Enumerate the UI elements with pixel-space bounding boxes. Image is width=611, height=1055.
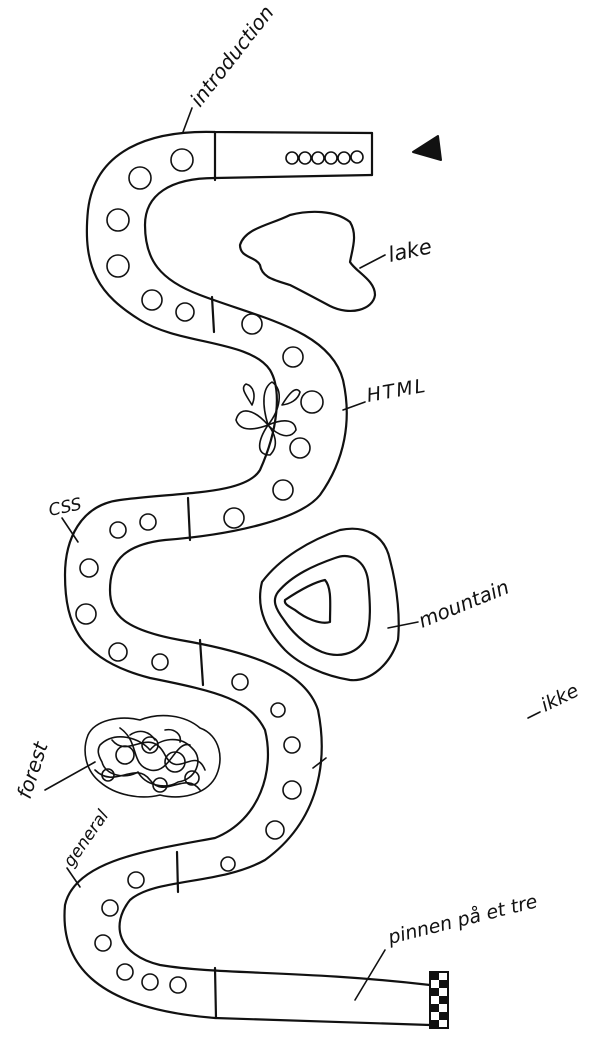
html-label: HTML — [365, 375, 429, 407]
pinnen-label: pinnen på et tre — [385, 890, 540, 950]
lake-pointer-line — [360, 255, 385, 268]
stone — [176, 303, 194, 321]
stone — [142, 290, 162, 310]
stone — [76, 604, 96, 624]
stone — [283, 781, 301, 799]
section-divider-2 — [212, 297, 214, 332]
stone — [271, 703, 285, 717]
css-label: CSS — [47, 494, 84, 521]
forest-scribble-icon — [85, 716, 220, 797]
lake-shape — [240, 212, 375, 311]
stone — [266, 821, 284, 839]
stone — [242, 314, 262, 334]
stone — [170, 977, 186, 993]
ikke-tick — [528, 712, 540, 718]
stone — [128, 872, 144, 888]
mountain-inner-contour — [285, 580, 330, 623]
stone — [142, 974, 158, 990]
section-divider-6 — [215, 968, 216, 1018]
stone — [107, 255, 129, 277]
checkered-pole-icon — [430, 972, 448, 1028]
stone — [129, 167, 151, 189]
mountain-label: mountain — [415, 575, 512, 633]
stone — [284, 737, 300, 753]
stone — [224, 508, 244, 528]
section-divider-4 — [200, 640, 203, 685]
introduction-label: introduction — [185, 1, 279, 111]
forest-pointer-line — [45, 762, 95, 790]
stone — [140, 514, 156, 530]
stone — [171, 149, 193, 171]
stone — [232, 674, 248, 690]
start-section-rings — [286, 151, 363, 164]
stone — [109, 643, 127, 661]
stone — [301, 391, 323, 413]
stone — [80, 559, 98, 577]
forest-label: forest — [12, 738, 53, 802]
general-label: general — [60, 806, 114, 871]
stone — [110, 522, 126, 538]
lake-label: lake — [386, 234, 434, 267]
stone — [221, 857, 235, 871]
section-divider-3 — [188, 498, 190, 540]
section-divider-5 — [177, 852, 178, 892]
pinnen-pointer-line — [355, 950, 385, 1000]
stone — [117, 964, 133, 980]
stone — [283, 347, 303, 367]
general-pointer-line — [67, 868, 80, 887]
introduction-pointer-line — [183, 108, 192, 132]
path-inner-edge — [110, 175, 430, 985]
ikke-label: ikke — [538, 680, 583, 717]
stone — [95, 935, 111, 951]
stone — [102, 900, 118, 916]
triangle-icon — [413, 136, 441, 160]
stone — [273, 480, 293, 500]
path-outer-edge — [64, 132, 430, 1025]
stone — [152, 654, 168, 670]
stone — [290, 438, 310, 458]
stone — [107, 209, 129, 231]
mountain-pointer-line — [388, 622, 418, 628]
